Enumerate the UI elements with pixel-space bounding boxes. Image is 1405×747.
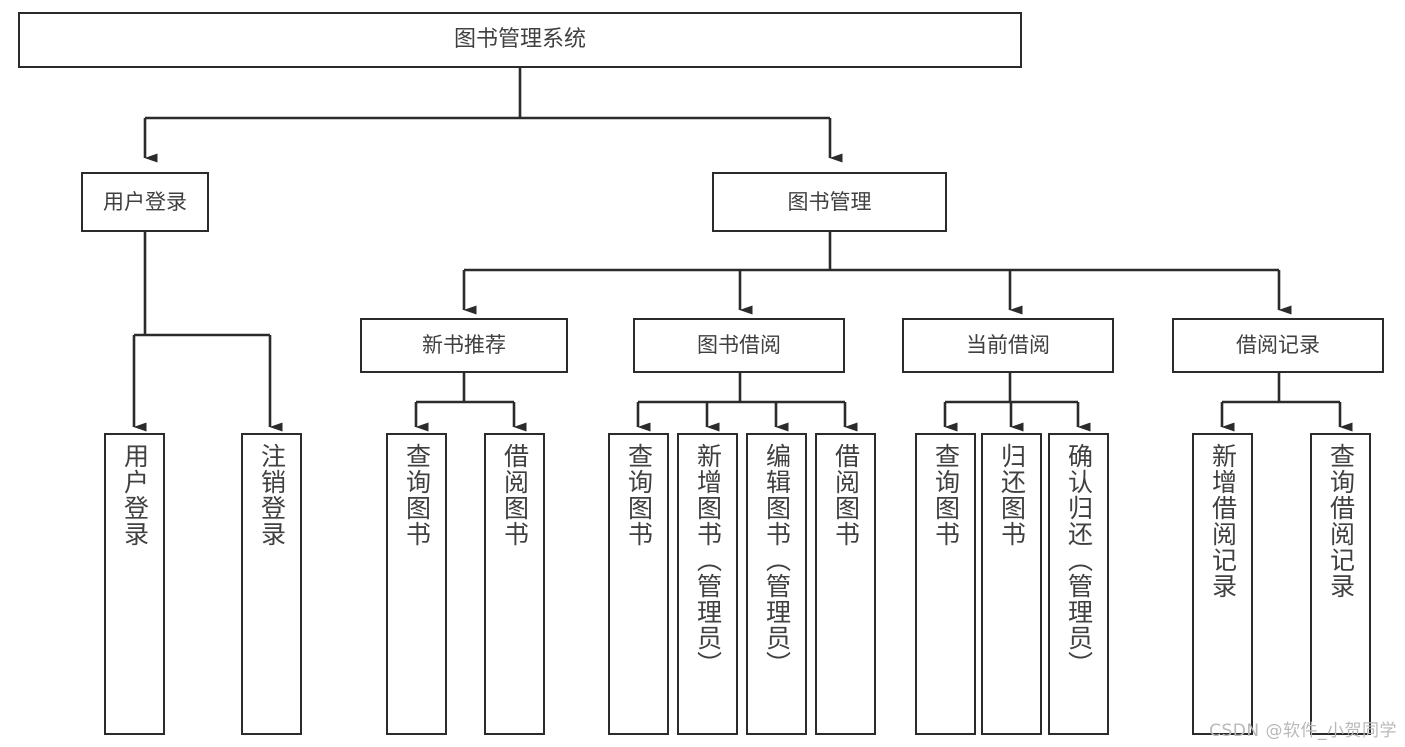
node-current[interactable]: 当前借阅: [902, 318, 1114, 373]
node-login-label: 用户登录: [103, 189, 187, 214]
node-newbook[interactable]: 新书推荐: [360, 318, 568, 373]
node-leaf-add-borrow-record[interactable]: 新增借阅记录: [1192, 433, 1253, 735]
node-root[interactable]: 图书管理系统: [18, 12, 1022, 68]
node-leaf-user-login-label: 用户登录: [120, 443, 150, 547]
node-leaf-borrow-books-borrow[interactable]: 借阅图书: [815, 433, 876, 735]
node-login[interactable]: 用户登录: [81, 172, 209, 232]
node-records[interactable]: 借阅记录: [1172, 318, 1384, 373]
node-leaf-query-borrow-record-label: 查询借阅记录: [1326, 443, 1356, 599]
node-leaf-return-books[interactable]: 归还图书: [981, 433, 1042, 735]
node-root-label: 图书管理系统: [453, 27, 586, 52]
watermark: CSDN @软件_小贺同学: [1209, 721, 1397, 741]
node-records-label: 借阅记录: [1236, 333, 1320, 357]
node-leaf-query-books-borrow[interactable]: 查询图书: [608, 433, 669, 735]
node-leaf-query-books-newbook[interactable]: 查询图书: [386, 433, 447, 735]
node-leaf-add-borrow-record-label: 新增借阅记录: [1208, 443, 1238, 599]
node-leaf-query-books-borrow-label: 查询图书: [624, 443, 654, 547]
node-leaf-confirm-return-admin[interactable]: 确认归还（管理员）: [1048, 433, 1109, 735]
node-leaf-borrow-books-newbook[interactable]: 借阅图书: [484, 433, 545, 735]
node-leaf-query-books-current[interactable]: 查询图书: [915, 433, 976, 735]
node-leaf-edit-book-admin[interactable]: 编辑图书（管理员）: [746, 433, 807, 735]
node-leaf-add-book-admin-label: 新增图书（管理员）: [693, 443, 723, 677]
node-current-label: 当前借阅: [966, 333, 1050, 357]
node-leaf-query-borrow-record[interactable]: 查询借阅记录: [1310, 433, 1371, 735]
node-leaf-confirm-return-admin-label: 确认归还（管理员）: [1064, 443, 1094, 677]
node-leaf-user-login[interactable]: 用户登录: [104, 433, 165, 735]
node-bookmgmt[interactable]: 图书管理: [712, 172, 947, 232]
node-leaf-borrow-books-newbook-label: 借阅图书: [500, 443, 530, 547]
node-borrow-label: 图书借阅: [697, 333, 781, 357]
node-bookmgmt-label: 图书管理: [787, 189, 872, 214]
node-leaf-query-books-newbook-label: 查询图书: [402, 443, 432, 547]
node-leaf-logout-label: 注销登录: [257, 443, 287, 547]
node-leaf-borrow-books-borrow-label: 借阅图书: [831, 443, 861, 547]
node-newbook-label: 新书推荐: [422, 333, 506, 357]
node-leaf-edit-book-admin-label: 编辑图书（管理员）: [762, 443, 792, 677]
node-leaf-add-book-admin[interactable]: 新增图书（管理员）: [677, 433, 738, 735]
node-leaf-return-books-label: 归还图书: [997, 443, 1027, 547]
node-leaf-query-books-current-label: 查询图书: [931, 443, 961, 547]
node-leaf-logout[interactable]: 注销登录: [241, 433, 302, 735]
node-borrow[interactable]: 图书借阅: [633, 318, 845, 373]
